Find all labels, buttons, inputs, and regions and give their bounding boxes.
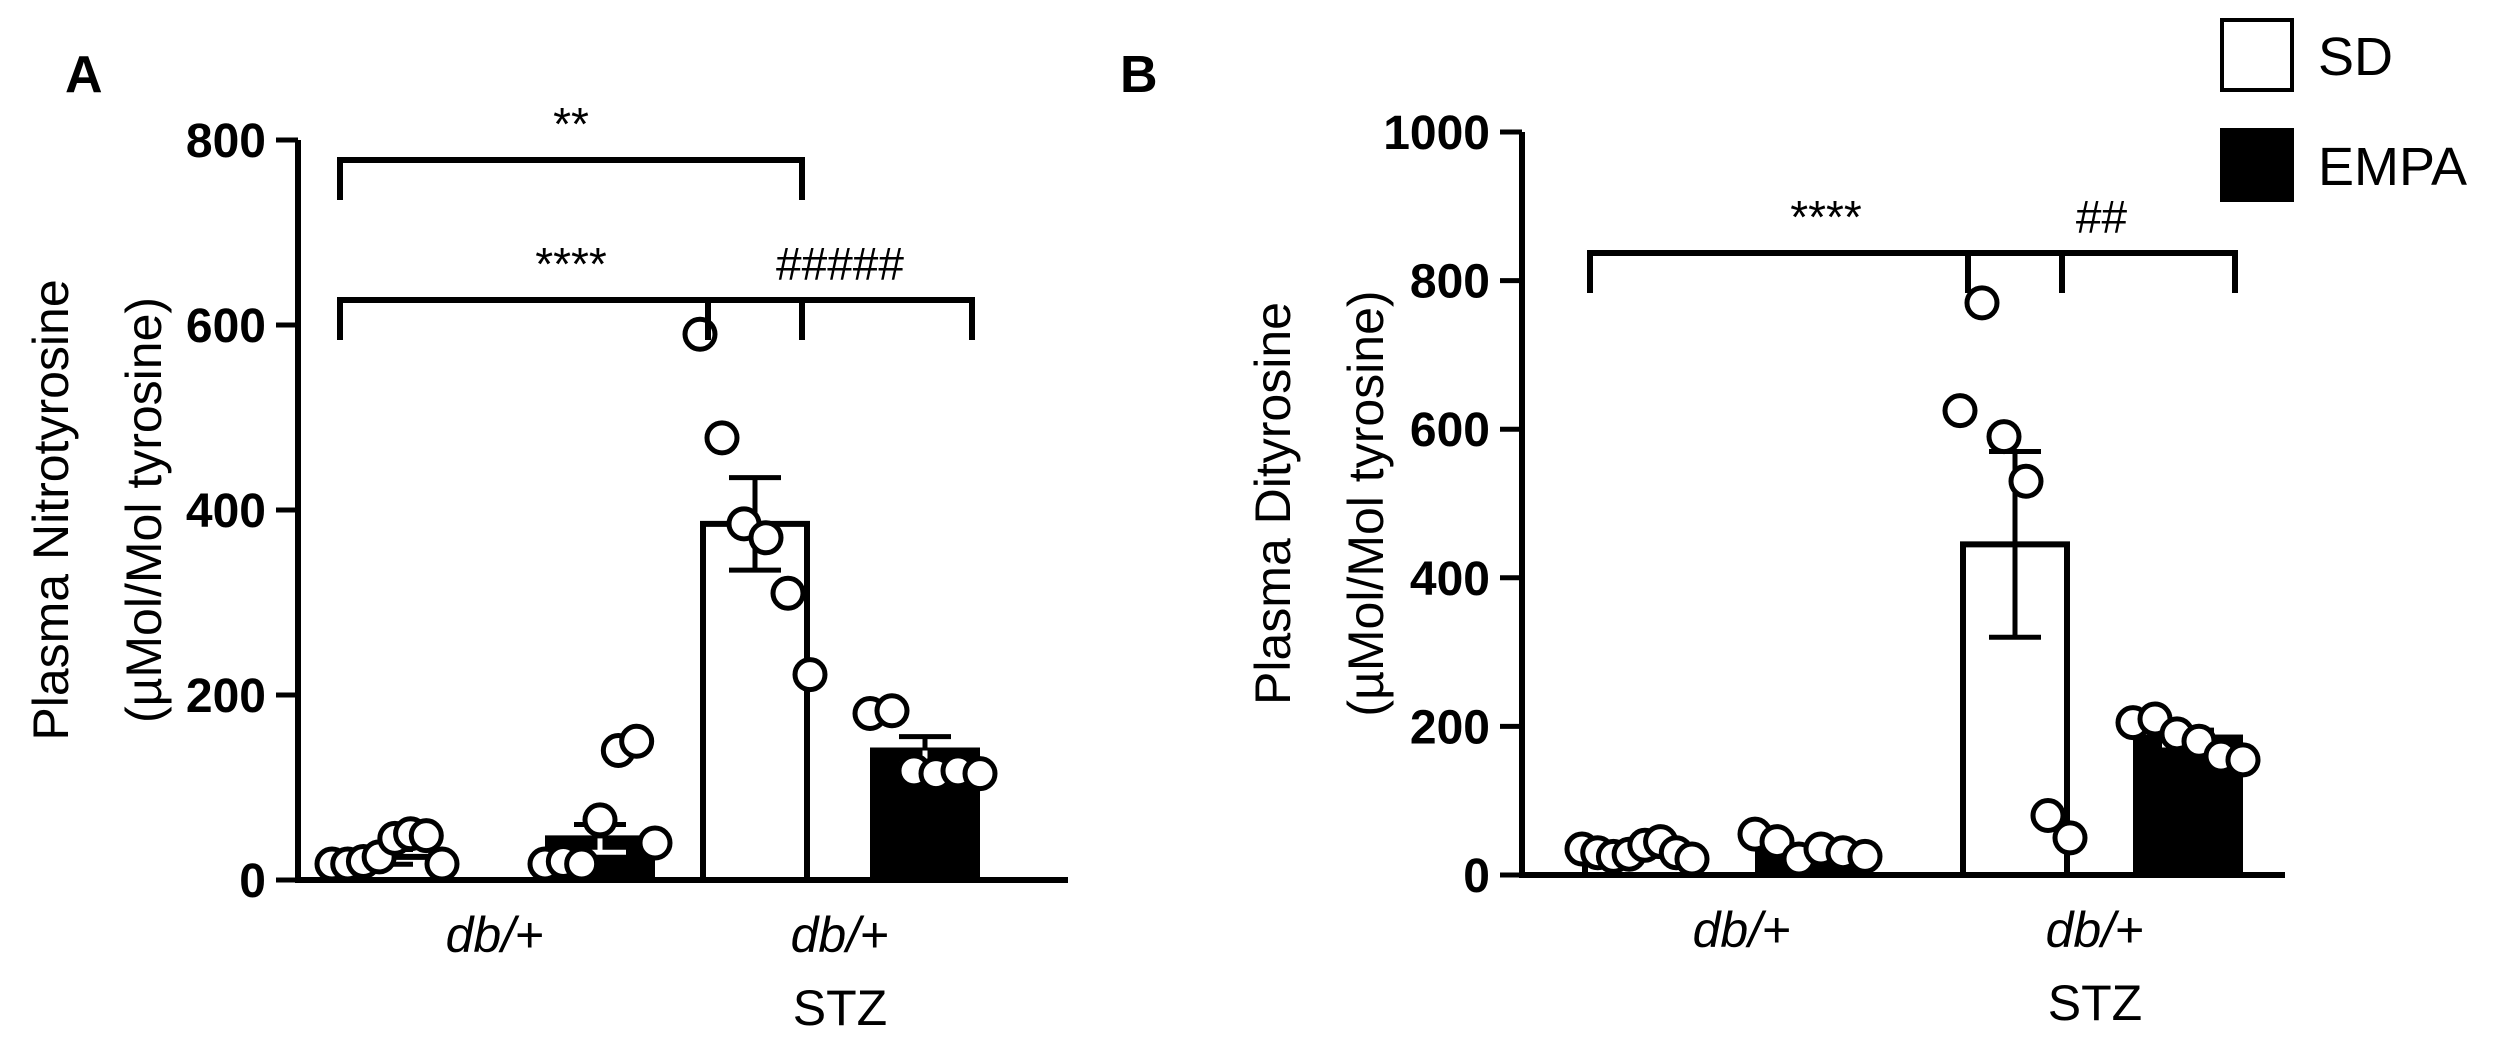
panel-a-data-point [582,802,618,838]
panel-b-data-point [1847,838,1883,874]
panel-a-significance-label: ** [553,98,589,150]
panel-b-data-point [2030,798,2066,834]
panel-a-significance-bracket [337,157,805,200]
panel-b-y-tick-label: 0 [1463,850,1490,903]
panel-b-significance-bracket [1965,250,2238,293]
panel-a-category-label: db/+ [791,907,890,963]
panel-a-significance-bracket [337,297,805,340]
panel-a-y-axis-title-line2: (µMol/Mol tyrosine) [116,297,172,723]
panel-a-y-tick-label: 200 [186,670,266,723]
legend-label-sd: SD [2318,27,2393,87]
panel-a-data-point [874,693,910,729]
panel-b-y-tick-label: 400 [1410,553,1490,606]
panel-b-y-tick-label: 200 [1410,701,1490,754]
panel-a-y-tick-label: 0 [239,855,266,908]
panel-a-data-point [637,825,673,861]
panel-a-data-point [704,420,740,456]
panel-a-data-point [564,846,600,882]
panel-b-letter: B [1120,46,1158,104]
panel-a-y-tick-label: 600 [186,300,266,353]
panel-a-y-tick-label: 400 [186,485,266,538]
panel-a-data-point [424,846,460,882]
panel-b-significance-label: **** [1790,191,1862,243]
panel-b-category-label: db/+ [1693,902,1792,958]
panel-b-significance-bracket [1587,250,2065,293]
panel-b-data-point [2052,820,2088,856]
panel-b-data-point [2225,742,2261,778]
panel-b-bar-empa [2133,734,2243,878]
legend: SD EMPA [2220,18,2467,202]
panel-a-significance-bracket [705,297,975,340]
legend-label-empa: EMPA [2318,137,2467,197]
panel-a-significance-label: ##### [776,238,904,290]
panel-b-y-tick-label: 1000 [1383,107,1490,160]
panel-a-data-point [770,575,806,611]
panel-b-data-point [1759,824,1795,860]
panel-a-significance-label: **** [535,238,607,290]
panel-a-category-sublabel: STZ [793,980,887,1036]
panel-b-significance-label: ## [2076,191,2128,243]
panel-b-y-tick-label: 800 [1410,256,1490,309]
panel-b-data-point [1964,285,2000,321]
legend-swatch-empa [2220,128,2294,202]
panel-b-category-label: db/+ [2046,902,2145,958]
panel-a-y-axis-title-line1: Plasma Nitrotyrosine [23,279,79,740]
panel-b-data-point [1674,841,1710,877]
panel-a-category-label: db/+ [446,907,545,963]
panel-a-data-point [408,818,444,854]
panel-b-category-sublabel: STZ [2048,975,2142,1031]
panel-a-y-tick-label: 800 [186,115,266,168]
panel-a-data-point [962,756,998,792]
panel-b-data-point [1986,419,2022,455]
panel-a-data-point [792,657,828,693]
panel-a-data-point [748,520,784,556]
panel-b-data-point [1942,393,1978,429]
panel-b-y-axis-title-line2: (µMol/Mol tyrosine) [1338,290,1394,716]
panel-b-data-point [2008,463,2044,499]
panel-a-data-point [619,723,655,759]
legend-swatch-sd [2220,18,2294,92]
panel-b-y-axis-title-line1: Plasma Dityrosine [1245,302,1301,705]
panel-b-y-tick-label: 600 [1410,404,1490,457]
panel-a-letter: A [65,46,103,104]
